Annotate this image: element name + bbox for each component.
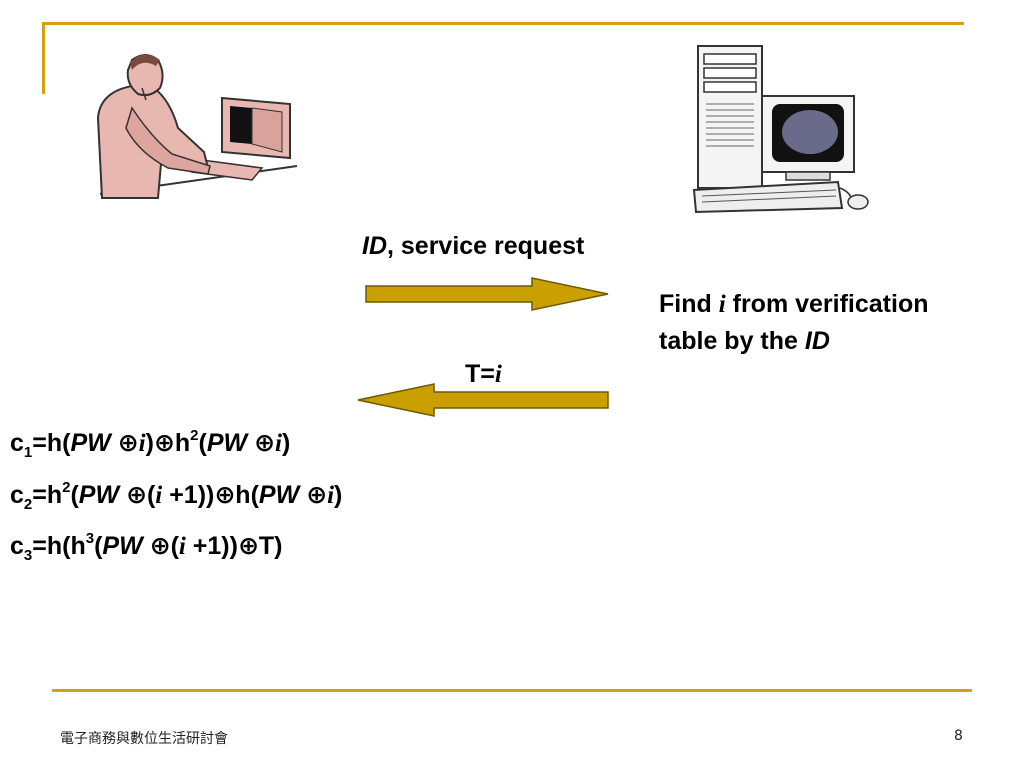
challenge-arrow [357, 383, 609, 417]
user-at-computer-icon [96, 54, 298, 199]
server-note: Find i from verification table by the ID [659, 286, 929, 359]
request-arrow [365, 277, 609, 311]
top-rule [42, 22, 964, 25]
server-note-line-2: table by the ID [659, 327, 830, 355]
page-number: 8 [954, 728, 963, 744]
server-computer-icon [692, 45, 869, 214]
id-text: ID [362, 232, 387, 260]
footer-title: 電子商務與數位生活研討會 [60, 731, 228, 747]
bottom-rule [52, 689, 972, 692]
left-rule [42, 22, 45, 94]
challenge-message-label: T=i [465, 360, 502, 388]
equation-c1: c1=h(PW ⊕i)⊕h2(PW ⊕i) [10, 427, 291, 461]
equation-c2: c2=h2(PW ⊕(i +1))⊕h(PW ⊕i) [10, 479, 343, 513]
equation-c3: c3=h(h3(PW ⊕(i +1))⊕T) [10, 530, 283, 564]
request-message-label: ID, service request [362, 232, 585, 260]
server-note-line-1: Find i from verification [659, 290, 929, 318]
